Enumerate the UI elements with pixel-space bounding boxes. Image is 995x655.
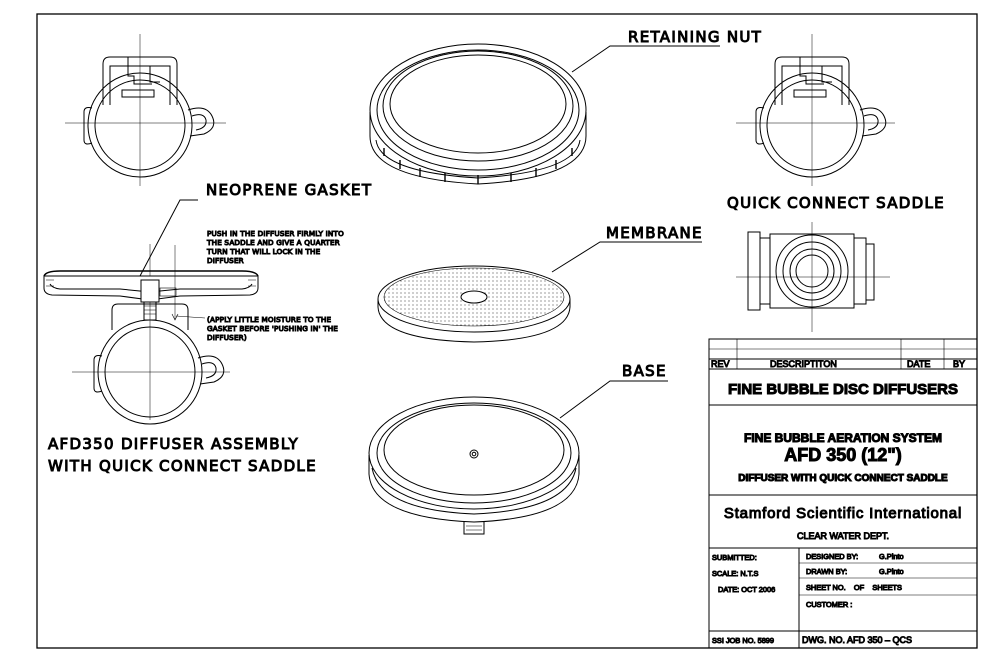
description-column-header: DESCRIPTITON xyxy=(770,359,837,369)
product-line: FINE BUBBLE DISC DIFFUSERS xyxy=(728,381,958,398)
assembly-title-line1: AFD350 DIFFUSER ASSEMBLY xyxy=(48,435,299,453)
job-number: SSI JOB NO. 5899 xyxy=(712,636,774,645)
drawn-by-label: DRAWN BY: xyxy=(806,567,847,576)
title-block xyxy=(708,338,978,649)
sheet-border xyxy=(36,13,978,649)
membrane-leader xyxy=(551,241,702,273)
push-in-note: PUSH IN THE DIFFUSER FIRMLY INTO THE SAD… xyxy=(206,229,345,266)
svg-text:DIFFUSER): DIFFUSER) xyxy=(207,333,247,342)
assembly-title-line2: WITH QUICK CONNECT SADDLE xyxy=(48,457,317,475)
retaining-nut-leader xyxy=(571,45,720,73)
customer-field: CUSTOMER : xyxy=(806,600,852,609)
by-column-header: BY xyxy=(953,359,965,369)
svg-text:THE SADDLE AND GIVE A QUARTER: THE SADDLE AND GIVE A QUARTER xyxy=(206,238,340,247)
drawing-number: DWG. NO. AFD 350 – QCS xyxy=(802,635,912,645)
department: CLEAR WATER DEPT. xyxy=(797,531,889,541)
company-name: Stamford Scientific International xyxy=(724,505,962,522)
svg-text:PUSH IN THE DIFFUSER FIRMLY IN: PUSH IN THE DIFFUSER FIRMLY INTO xyxy=(207,229,344,238)
quick-connect-saddle-label: QUICK CONNECT SADDLE xyxy=(727,194,945,212)
neoprene-gasket-label: NEOPRENE GASKET xyxy=(206,181,372,199)
svg-text:TURN THAT WILL LOCK IN THE: TURN THAT WILL LOCK IN THE xyxy=(206,247,321,256)
saddle-side-view-top-right xyxy=(736,34,895,186)
saddle-side-view-top-left xyxy=(65,34,226,186)
moisture-leader xyxy=(175,315,206,319)
model-number: AFD 350 (12") xyxy=(784,445,902,465)
designer-name: G.Pinto xyxy=(879,552,904,561)
scale-field: SCALE: N.T.S xyxy=(712,569,758,578)
gasket-leader xyxy=(139,199,198,277)
system-name: FINE BUBBLE AERATION SYSTEM xyxy=(744,431,942,445)
sheet-number-field: SHEET NO. OF SHEETS xyxy=(806,583,902,592)
drawing-subtitle: DIFFUSER WITH QUICK CONNECT SADDLE xyxy=(738,473,948,484)
saddle-top-view xyxy=(736,222,890,332)
svg-text:(APPLY LITTLE MOISTURE TO THE: (APPLY LITTLE MOISTURE TO THE xyxy=(207,315,331,324)
moisture-note: (APPLY LITTLE MOISTURE TO THE GASKET BEF… xyxy=(207,315,339,343)
drafter-name: G.Pinto xyxy=(879,567,904,576)
date-column-header: DATE xyxy=(907,359,930,369)
svg-text:GASKET BEFORE 'PUSHING IN' THE: GASKET BEFORE 'PUSHING IN' THE xyxy=(207,324,338,333)
base-leader xyxy=(559,380,668,419)
svg-text:DIFFUSER: DIFFUSER xyxy=(207,256,244,265)
submitted-field: SUBMITTED: xyxy=(712,553,757,562)
membrane-label: MEMBRANE xyxy=(606,224,703,242)
assembly-section-view xyxy=(43,244,259,425)
rev-column-header: REV xyxy=(711,359,730,369)
membrane-illustration xyxy=(377,265,571,343)
retaining-nut-label: RETAINING NUT xyxy=(628,28,762,46)
date-field: DATE: OCT 2006 xyxy=(718,585,775,594)
base-illustration xyxy=(368,396,580,535)
base-label: BASE xyxy=(622,362,667,380)
designed-by-label: DESIGNED BY: xyxy=(806,552,858,561)
retaining-nut-illustration xyxy=(369,43,587,185)
